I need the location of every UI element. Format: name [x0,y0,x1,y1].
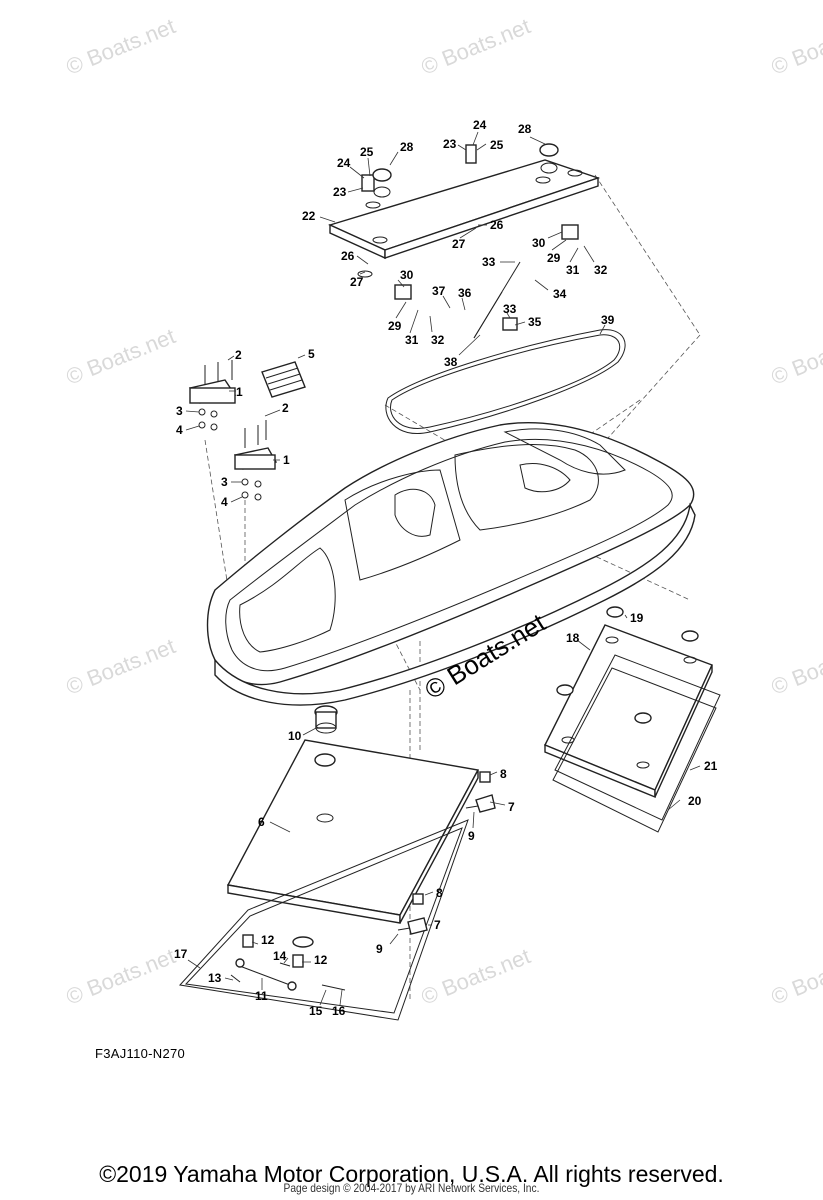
callout-25: 25 [360,145,374,159]
callout-35: 35 [528,315,542,329]
bracket-assembly-1 [188,360,278,501]
callout-32: 32 [594,263,608,277]
callout-33: 33 [482,255,496,269]
latch-and-strut [357,224,579,339]
callout-17: 17 [174,947,188,961]
lid-18 [544,606,721,833]
mat-5 [261,361,306,398]
callout-33: 33 [503,302,517,316]
watermark: © Boats.net [63,633,179,699]
callout-12: 12 [314,953,328,967]
watermark: © Boats.net [63,323,179,389]
callout-28: 28 [400,140,414,154]
watermark: © Boats.net [63,13,179,79]
seat-cushion-22 [328,143,601,260]
callout-20: 20 [688,794,702,808]
watermark: © Boats.net [63,943,179,1009]
callout-22: 22 [302,209,316,223]
hinge-rod-assembly [230,934,346,991]
watermark: © Boats.net [418,13,534,79]
callout-39: 39 [601,313,615,327]
watermark: © Boats.net [768,633,823,699]
callout-29: 29 [547,251,561,265]
callout-31: 31 [566,263,580,277]
callout-8: 8 [436,886,443,900]
callout-2: 2 [282,401,289,415]
callout-9: 9 [376,942,383,956]
callout-38: 38 [444,355,458,369]
callout-11: 11 [255,989,268,1003]
boat-hull [206,422,696,706]
callout-leaders [185,131,701,1006]
callout-1: 1 [283,453,290,467]
callout-7: 7 [434,918,441,932]
callout-8: 8 [500,767,507,781]
callout-1: 1 [236,385,243,399]
callout-4: 4 [221,495,228,509]
callout-18: 18 [566,631,580,645]
callout-28: 28 [518,122,532,136]
callout-27: 27 [350,275,364,289]
callout-23: 23 [443,137,457,151]
watermark: © Boats.net [768,13,823,79]
callout-10: 10 [288,729,302,743]
latch-parts-7-8-9 [397,771,496,935]
copyright-notice: ©2019 Yamaha Motor Corporation, U.S.A. A… [99,1161,724,1187]
callout-24: 24 [473,118,487,132]
callout-32: 32 [431,333,445,347]
callout-12: 12 [261,933,275,947]
callout-30: 30 [532,236,546,250]
callout-19: 19 [630,611,644,625]
callout-26: 26 [490,218,504,232]
callout-26: 26 [341,249,355,263]
callout-31: 31 [405,333,419,347]
callout-9: 9 [468,829,475,843]
watermark: © Boats.net [768,323,823,389]
callout-4: 4 [176,423,183,437]
callout-29: 29 [388,319,402,333]
callout-27: 27 [452,237,466,251]
callout-24: 24 [337,156,351,170]
drawing-code: F3AJ110-N270 [95,1046,186,1061]
callout-13: 13 [208,971,222,985]
callout-labels: 1 1 2 2 3 3 4 4 5 6 7 7 8 8 9 9 10 11 12… [174,118,718,1018]
callout-5: 5 [308,347,315,361]
watermark: © Boats.net [418,943,534,1009]
hatch-lid-6 [226,705,480,924]
callout-3: 3 [221,475,228,489]
callout-34: 34 [553,287,567,301]
callout-37: 37 [432,284,446,298]
callout-6: 6 [258,815,265,829]
callout-36: 36 [458,286,472,300]
watermark: © Boats.net [768,943,823,1009]
callout-16: 16 [332,1004,346,1018]
callout-7: 7 [508,800,515,814]
callout-2: 2 [235,348,242,362]
callout-25: 25 [490,138,504,152]
page-design-credit: Page design © 2004-2017 by ARI Network S… [283,1181,540,1195]
callout-30: 30 [400,268,414,282]
callout-3: 3 [176,404,183,418]
callout-14: 14 [273,949,287,963]
gasket-17 [179,819,469,1021]
callout-15: 15 [309,1004,323,1018]
callout-23: 23 [333,185,347,199]
callout-21: 21 [704,759,718,773]
gasket-39 [385,329,626,434]
